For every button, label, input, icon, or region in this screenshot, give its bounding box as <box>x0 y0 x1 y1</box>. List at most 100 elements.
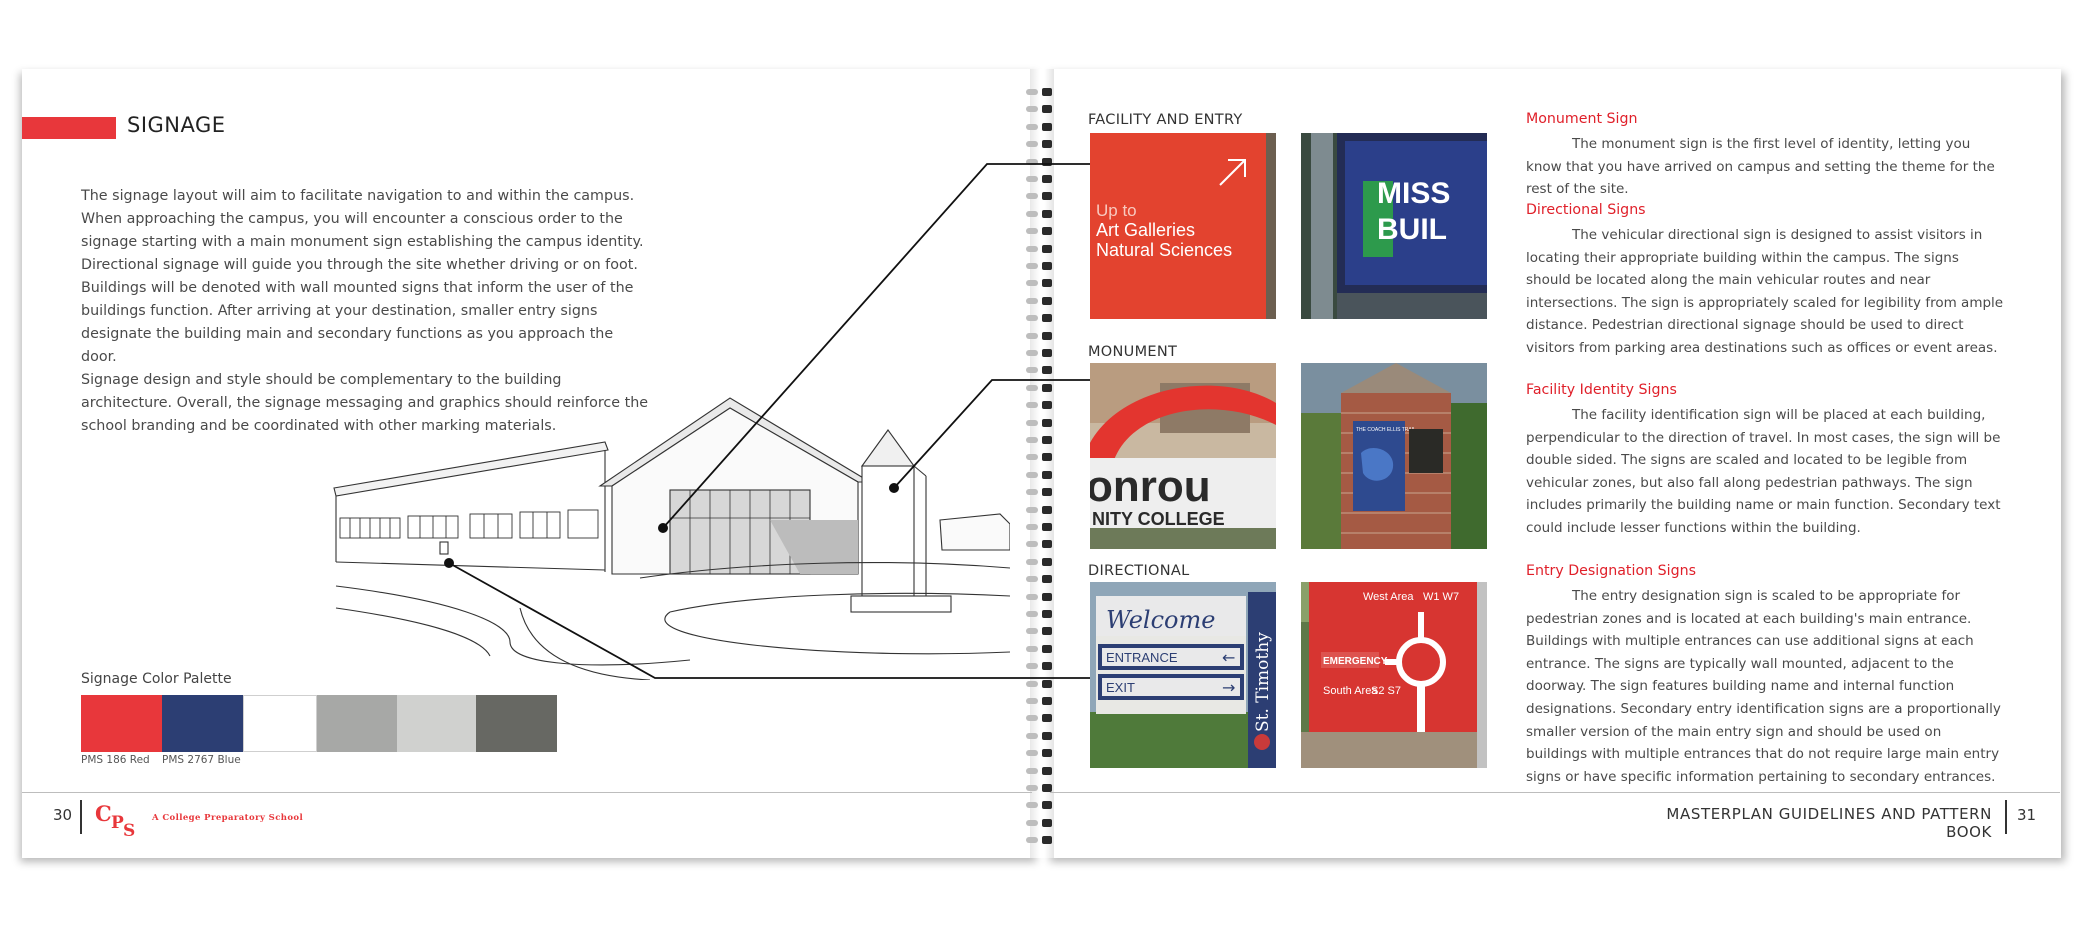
intro-paragraph: The signage layout will aim to facilitat… <box>81 188 644 365</box>
binding-coil <box>1026 747 1056 758</box>
building-sign-line-1: MISS <box>1377 177 1450 210</box>
photo-building-sign: MISS BUIL <box>1301 133 1487 319</box>
building-sign-line-2: BUIL <box>1377 213 1447 246</box>
arrow-left-icon: ← <box>1222 648 1235 667</box>
heading-directional-signs: Directional Signs <box>1526 202 1646 218</box>
facility-sign-line-2: Art Galleries <box>1096 220 1195 240</box>
facility-sign-line-3: Natural Sciences <box>1096 240 1232 260</box>
binding-coil <box>1026 573 1056 584</box>
section-title: SIGNAGE <box>127 113 226 137</box>
label-monument: MONUMENT <box>1088 344 1178 360</box>
binding-coil <box>1026 451 1056 462</box>
page-number-right: 31 <box>2017 806 2037 824</box>
binding-coil <box>1026 469 1056 480</box>
plaque-caption: THE COACH ELLIS TRAIL <box>1356 427 1416 433</box>
binding-coil <box>1026 417 1056 428</box>
swatch-white <box>243 695 317 752</box>
color-palette <box>81 695 557 752</box>
arrow-right-icon: → <box>1222 678 1235 697</box>
emergency-west-area: West Area <box>1363 591 1414 603</box>
footer-divider-left <box>80 800 82 834</box>
palette-title: Signage Color Palette <box>81 671 232 687</box>
swatch-caption-blue: PMS 2767 Blue <box>162 754 241 766</box>
binding-coil <box>1026 504 1056 515</box>
binding-coil <box>1026 591 1056 602</box>
footer-rule-right <box>1050 792 2060 793</box>
binding-coil <box>1026 190 1056 201</box>
binding-coil <box>1026 643 1056 654</box>
svg-text:C: C <box>95 801 112 826</box>
binding-coil <box>1026 364 1056 375</box>
binding-coil <box>1026 86 1056 97</box>
binding-coil <box>1026 312 1056 323</box>
photo-brick-plaque: THE COACH ELLIS TRAIL <box>1301 363 1487 549</box>
binding-coil <box>1026 260 1056 271</box>
swatch-dark-gray <box>476 695 557 752</box>
footer-divider-right <box>2005 800 2007 834</box>
directional-exit: EXIT <box>1106 680 1135 695</box>
binding-coil <box>1026 817 1056 828</box>
page-number-left: 30 <box>53 806 73 824</box>
binding-coil <box>1026 712 1056 723</box>
text-monument-sign: The monument sign is the first level of … <box>1526 136 1995 198</box>
school-tagline: A College Preparatory School <box>152 813 304 823</box>
binding-coil <box>1026 156 1056 167</box>
svg-text:S: S <box>123 821 135 839</box>
binding-coil <box>1026 556 1056 567</box>
swatch-blue <box>162 695 243 752</box>
binding-coil <box>1026 625 1056 636</box>
label-facility-entry: FACILITY AND ENTRY <box>1088 112 1243 128</box>
binding-coil <box>1026 765 1056 776</box>
binding-coil <box>1026 208 1056 219</box>
binding-coil <box>1026 277 1056 288</box>
binding-coil <box>1026 695 1056 706</box>
binding-coil <box>1026 538 1056 549</box>
style-paragraph: Signage design and style should be compl… <box>81 372 649 434</box>
heading-facility-identity: Facility Identity Signs <box>1526 382 1677 398</box>
binding-coil <box>1026 330 1056 341</box>
binding-coil <box>1026 608 1056 619</box>
binding-coil <box>1026 225 1056 236</box>
binding-coil <box>1026 678 1056 689</box>
binding-coil <box>1026 173 1056 184</box>
building-sketch <box>333 397 1010 680</box>
binding-coil <box>1026 799 1056 810</box>
swatch-gray <box>317 695 397 752</box>
directional-side-text: St. Timothy <box>1253 632 1273 732</box>
cps-logo: C P S <box>95 801 135 839</box>
monument-line-2: NITY COLLEGE <box>1092 509 1225 529</box>
text-directional-signs: The vehicular directional sign is design… <box>1526 227 2004 356</box>
emergency-south-area: South Area <box>1323 685 1378 697</box>
binding-coil <box>1026 660 1056 671</box>
emergency-west-codes: W1 W7 <box>1423 591 1459 603</box>
binding-coil <box>1026 486 1056 497</box>
text-facility-identity: The facility identification sign will be… <box>1526 407 2001 536</box>
binding-coil <box>1026 138 1056 149</box>
binding-coil <box>1026 521 1056 532</box>
binding-coil <box>1026 243 1056 254</box>
binding-coil <box>1026 121 1056 132</box>
photo-facility-sign: Up to Art Galleries Natural Sciences <box>1090 133 1276 319</box>
photo-monument-sign: onrou NITY COLLEGE <box>1090 363 1276 549</box>
binding-coil <box>1026 347 1056 358</box>
svg-text:P: P <box>111 813 124 833</box>
binding-coil <box>1026 382 1056 393</box>
binding-coil <box>1026 730 1056 741</box>
photo-emergency-sign: West Area W1 W7 EMERGENCY South Area S2 … <box>1301 582 1487 768</box>
heading-monument-sign: Monument Sign <box>1526 111 1638 127</box>
swatch-light-gray <box>397 695 476 752</box>
binding-coil <box>1026 434 1056 445</box>
emergency-south-codes: S2 S7 <box>1371 685 1401 697</box>
monument-line-1: onrou <box>1090 462 1211 511</box>
heading-entry-designation: Entry Designation Signs <box>1526 563 1696 579</box>
swatch-caption-red: PMS 186 Red <box>81 754 150 766</box>
directional-entrance: ENTRANCE <box>1106 650 1178 665</box>
section-accent-bar <box>22 117 116 139</box>
footer-rule-left <box>22 792 1032 793</box>
binding-coil <box>1026 103 1056 114</box>
swatch-red <box>81 695 162 752</box>
text-entry-designation: The entry designation sign is scaled to … <box>1526 588 2001 785</box>
label-directional: DIRECTIONAL <box>1088 563 1190 579</box>
photo-directional-sign: Welcome ENTRANCE ← EXIT → St. Timothy <box>1090 582 1276 768</box>
binding-coil <box>1026 782 1056 793</box>
